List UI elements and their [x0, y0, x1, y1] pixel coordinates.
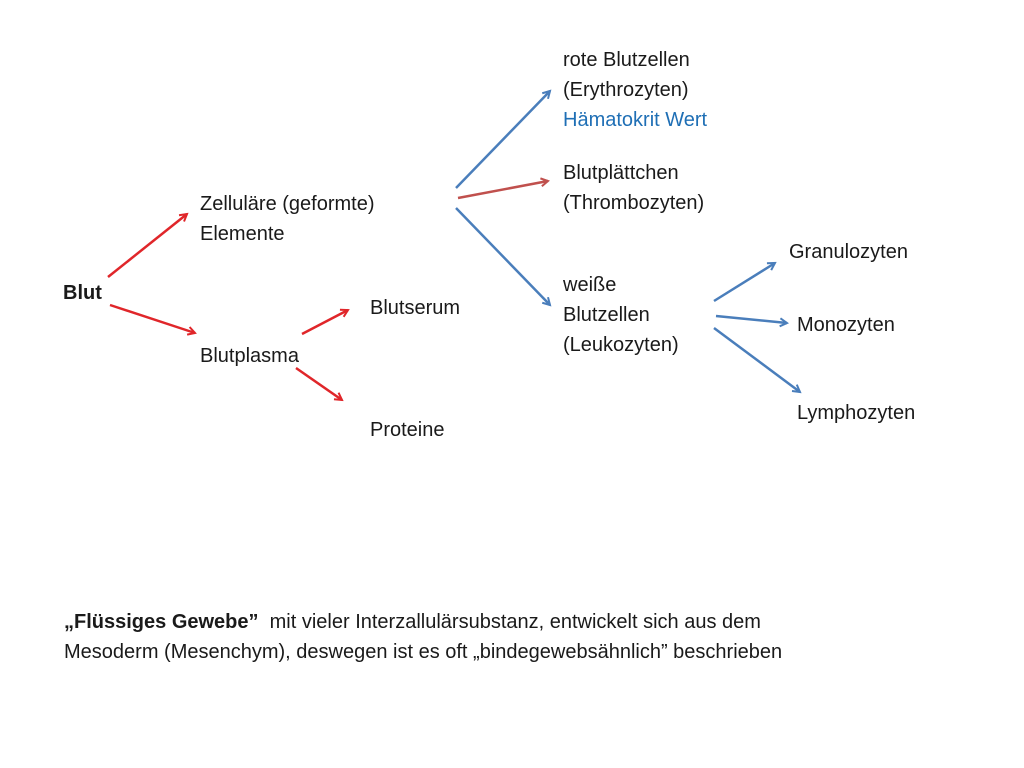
arrow-blutplasma-to-proteine — [295, 366, 342, 400]
arrow-blut-to-zellulaere — [107, 214, 187, 278]
node-granulozyten: Granulozyten — [789, 241, 908, 263]
arrow-blut-to-blutplasma — [109, 303, 195, 333]
node-blutplasma: Blutplasma — [200, 345, 299, 367]
node-weisse-blutzellen: weiße Blutzellen (Leukozyten) — [563, 274, 679, 356]
footer-description: „Flüssiges Gewebe” mit vieler Interzallu… — [64, 607, 964, 667]
footer-line2: Mesoderm (Mesenchym), deswegen ist es of… — [64, 641, 783, 663]
node-proteine: Proteine — [370, 419, 445, 441]
node-blutplaettchen: Blutplättchen (Thrombozyten) — [563, 162, 705, 214]
arrow-weisse-to-lymphozyten — [713, 326, 800, 392]
arrow-zellulaere-to-weisse — [455, 207, 550, 305]
node-rote-blutzellen: rote Blutzellen (Erythrozyten) Hämatokri… — [563, 45, 707, 135]
node-lymphozyten: Lymphozyten — [797, 402, 916, 424]
arrow-blutplasma-to-blutserum — [301, 310, 348, 336]
footer-bold-term: „Flüssiges Gewebe” — [64, 611, 259, 633]
footer-line1-rest: mit vieler Interzallulärsubstanz, entwic… — [258, 611, 761, 633]
node-blut: Blut — [63, 282, 102, 304]
arrow-zellulaere-to-rote — [455, 91, 550, 189]
node-blutserum: Blutserum — [370, 297, 461, 319]
haematokrit-wert: Hämatokrit Wert — [563, 109, 708, 131]
node-monozyten: Monozyten — [797, 314, 895, 336]
arrow-weisse-to-monozyten — [715, 314, 787, 323]
node-zellulaere-elemente: Zelluläre (geformte) Elemente — [200, 193, 375, 245]
arrow-weisse-to-granulozyten — [713, 263, 775, 303]
arrow-zellulaere-to-blutplaettchen — [457, 181, 548, 200]
